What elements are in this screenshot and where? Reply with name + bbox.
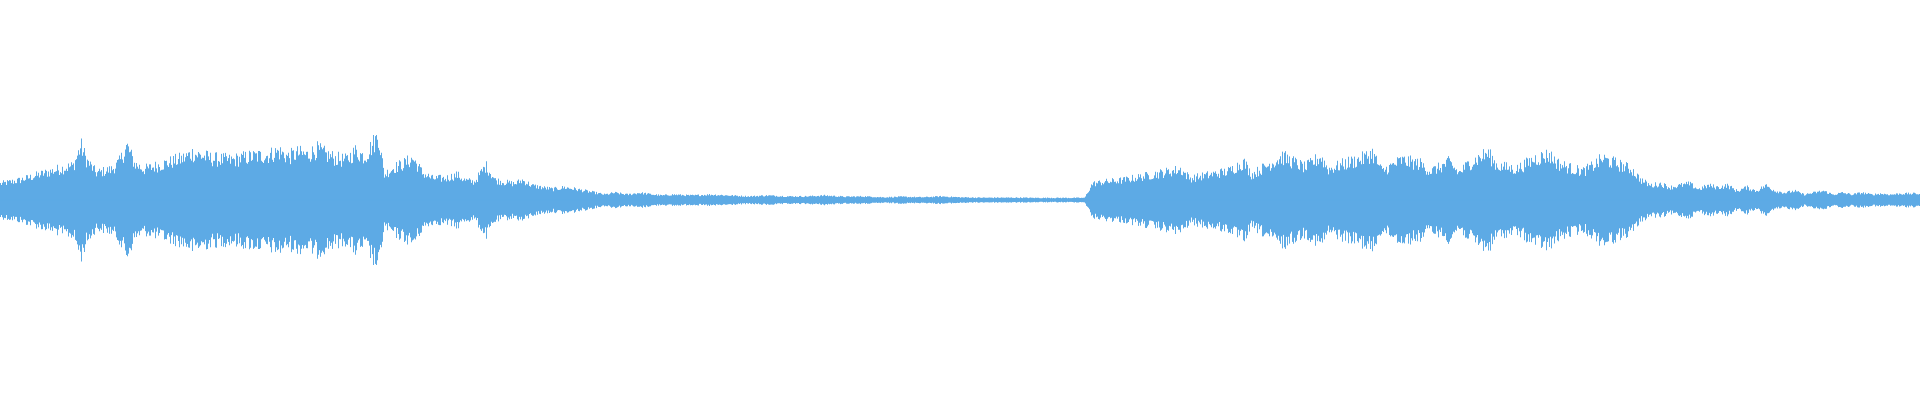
- waveform-samples: [0, 135, 1920, 265]
